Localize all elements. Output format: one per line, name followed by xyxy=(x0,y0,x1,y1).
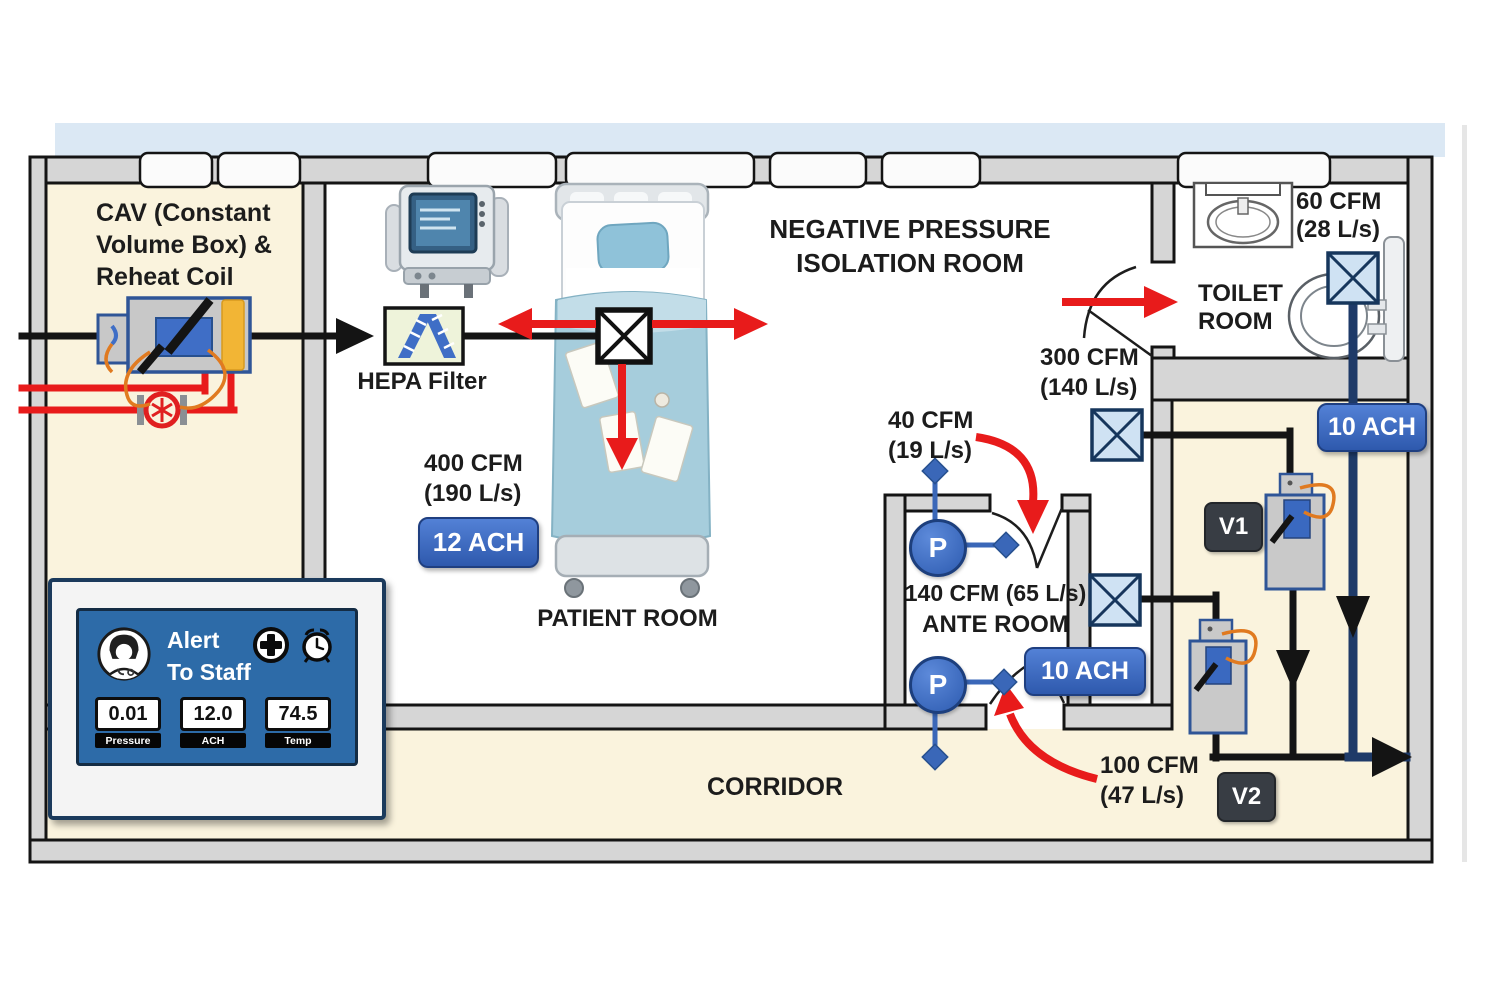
ach-label: ACH xyxy=(180,733,246,748)
supply-cfm: 400 CFM xyxy=(424,450,523,477)
pipe-control-valve xyxy=(137,391,187,429)
hepa-filter-label: HEPA Filter xyxy=(357,368,487,395)
exhaust-ducts xyxy=(1138,427,1360,762)
supply-arrow xyxy=(336,318,374,354)
alert-line1: Alert xyxy=(167,627,220,653)
temp-value: 74.5 xyxy=(265,697,331,731)
nurse-avatar-icon xyxy=(97,627,151,681)
cav-label-line1: CAV (Constant xyxy=(96,199,271,227)
patient-room-label: PATIENT ROOM xyxy=(537,605,718,632)
toilet-room-label-line2: ROOM xyxy=(1198,308,1273,335)
cav-box-device xyxy=(96,296,252,410)
patient-bed xyxy=(550,182,712,598)
valve-v2-tag: V2 xyxy=(1217,772,1276,822)
ante-door-lps: (19 L/s) xyxy=(888,437,973,464)
room-title-line1: NEGATIVE PRESSURE xyxy=(769,214,1051,244)
corridor-door-lps: (47 L/s) xyxy=(1100,782,1185,809)
airflow-arrows-doors xyxy=(975,286,1178,783)
metric-temp: 74.5 Temp xyxy=(265,697,331,748)
ceiling-duct-segments xyxy=(138,151,1332,189)
damper-blade xyxy=(164,297,214,355)
ante-ach-badge: 10 ACH xyxy=(1024,647,1146,696)
alarm-clock-icon xyxy=(302,628,332,663)
exhaust-grille-ante xyxy=(1088,573,1142,627)
frame-edge xyxy=(1462,125,1467,862)
sky-band xyxy=(55,123,1445,157)
corridor-door-cfm: 100 CFM xyxy=(1100,752,1199,779)
medical-plus-icon xyxy=(253,627,289,663)
pillow xyxy=(596,221,670,275)
ante-room-label: ANTE ROOM xyxy=(922,611,1069,638)
control-wires xyxy=(104,342,227,410)
hepa-filter-box xyxy=(383,306,465,366)
pressure-label: Pressure xyxy=(95,733,161,748)
toilet-door-lps: (140 L/s) xyxy=(1040,374,1138,401)
temp-label: Temp xyxy=(265,733,331,748)
metric-ach: 12.0 ACH xyxy=(180,697,246,748)
exhaust-grilles xyxy=(1088,251,1380,627)
metric-pressure: 0.01 Pressure xyxy=(95,697,161,748)
exhaust-grille-isolation xyxy=(1090,408,1144,462)
valve-v1-tag: V1 xyxy=(1204,502,1263,552)
ante-exhaust-flow: 140 CFM (65 L/s) xyxy=(904,580,1087,606)
reheat-coil xyxy=(221,299,245,371)
pressure-value: 0.01 xyxy=(95,697,161,731)
ante-door-cfm: 40 CFM xyxy=(888,407,974,434)
supply-diffuser xyxy=(595,307,653,365)
main-exhaust-ach-badge: 10 ACH xyxy=(1317,403,1427,452)
alert-panel: Alert To Staff 0.01 Pressure 12.0 ACH 74… xyxy=(48,578,386,820)
exhaust-grille-toilet xyxy=(1326,251,1380,305)
ach-value: 12.0 xyxy=(180,697,246,731)
toilet-room-label-line1: TOILET xyxy=(1198,280,1283,307)
cav-label-line3: Reheat Coil xyxy=(96,263,234,291)
toilet-door-cfm: 300 CFM xyxy=(1040,344,1139,371)
airflow-arrows-supply xyxy=(498,308,768,470)
main-exhaust-duct xyxy=(1336,298,1412,777)
supply-lps: (190 L/s) xyxy=(424,480,522,507)
ventilator-machine xyxy=(385,184,509,298)
alert-screen: Alert To Staff 0.01 Pressure 12.0 ACH 74… xyxy=(76,608,358,766)
pressure-sensor-top: P xyxy=(909,519,967,577)
valve-v1-device xyxy=(1264,472,1336,591)
toilet-exhaust-lps: (28 L/s) xyxy=(1296,216,1381,243)
toilet-exhaust-cfm: 60 CFM xyxy=(1296,188,1382,215)
duct-arrow-down xyxy=(1276,650,1310,690)
room-title-line2: ISOLATION ROOM xyxy=(796,248,1024,278)
valve-v2-device xyxy=(1188,618,1258,735)
cav-label-line2: Volume Box) & xyxy=(96,231,272,259)
duct-arrow-right xyxy=(1372,737,1412,777)
sensor-connectors xyxy=(921,457,1020,771)
pressure-sensor-bottom: P xyxy=(909,656,967,714)
patient-ach-badge: 12 ACH xyxy=(418,517,539,568)
alert-line2: To Staff xyxy=(167,659,251,685)
sink xyxy=(1192,181,1294,249)
corridor-label: CORRIDOR xyxy=(706,773,844,801)
